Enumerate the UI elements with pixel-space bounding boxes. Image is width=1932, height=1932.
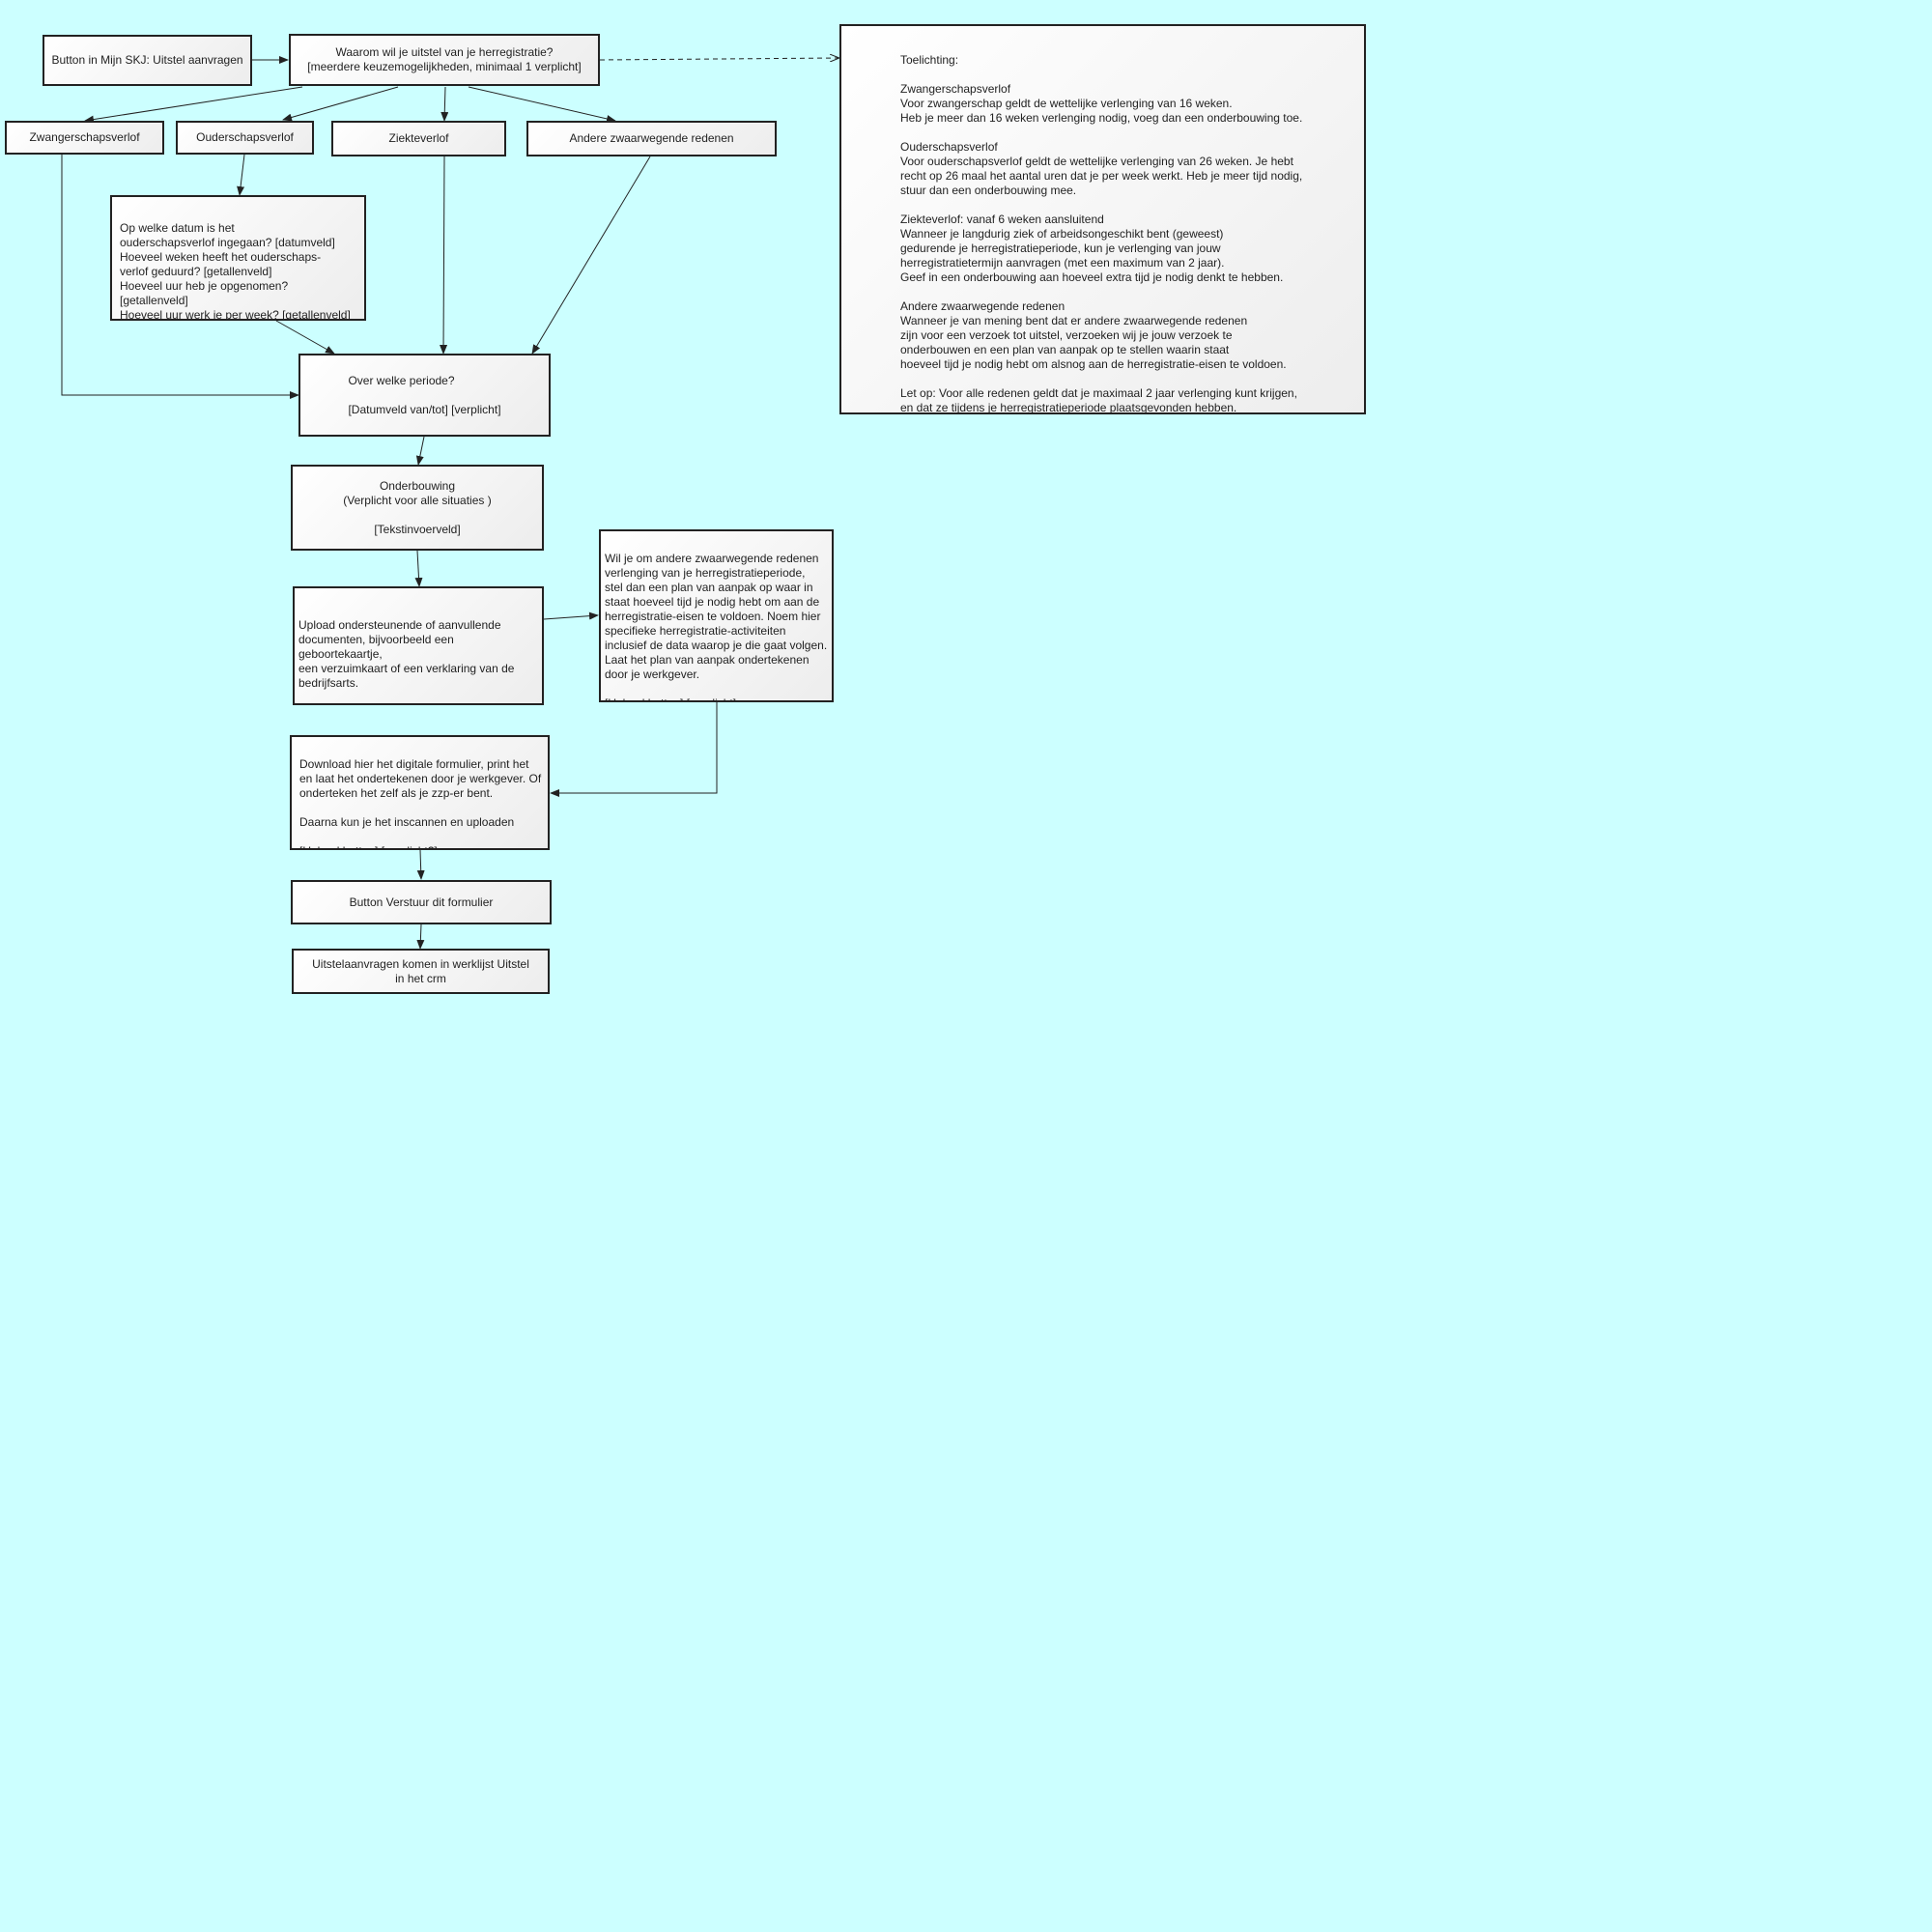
reason-question-node: Waarom wil je uitstel van je herregistra… <box>289 34 600 86</box>
upload-docs-node: Upload ondersteunende of aanvullende doc… <box>293 586 544 705</box>
ouderschap-details-node: Op welke datum is het ouderschapsverlof … <box>110 195 366 321</box>
edge-ziekte-to-periode <box>440 156 448 355</box>
worklist-label: Uitstelaanvragen komen in werklijst Uits… <box>312 956 529 985</box>
option-ouderschapsverlof-label: Ouderschapsverlof <box>196 130 294 144</box>
edge-question-to-andere <box>468 86 616 123</box>
edge-details-to-periode <box>275 320 335 355</box>
onderbouwing-label: Onderbouwing (Verplicht voor alle situat… <box>343 478 492 536</box>
start-button-label: Button in Mijn SKJ: Uitstel aanvragen <box>51 53 243 67</box>
edge-upload-to-plan <box>543 611 599 620</box>
option-ouderschapsverlof[interactable]: Ouderschapsverlof <box>176 121 314 155</box>
periode-node: Over welke periode? [Datumveld van/tot] … <box>298 354 551 437</box>
edge-download-to-submit <box>416 849 425 880</box>
edge-andere-to-periode <box>531 156 651 355</box>
edge-ouderschap-to-details <box>237 154 245 196</box>
edge-question-to-toelichting <box>599 58 838 60</box>
toelichting-node: Toelichting: Zwangerschapsverlof Voor zw… <box>839 24 1366 414</box>
option-zwangerschapsverlof-label: Zwangerschapsverlof <box>29 130 140 144</box>
ouderschap-details-label: Op welke datum is het ouderschapsverlof … <box>120 221 351 321</box>
download-form-label: Download hier het digitale formulier, pr… <box>299 757 542 848</box>
worklist-node: Uitstelaanvragen komen in werklijst Uits… <box>292 949 550 994</box>
edge-onderbouwing-to-upload <box>414 550 423 587</box>
edge-submit-to-worklist <box>416 923 425 950</box>
option-ziekteverlof[interactable]: Ziekteverlof <box>331 121 506 156</box>
onderbouwing-node: Onderbouwing (Verplicht voor alle situat… <box>291 465 544 551</box>
edge-question-to-zwangerschap <box>84 86 303 124</box>
start-button-node[interactable]: Button in Mijn SKJ: Uitstel aanvragen <box>43 35 252 86</box>
submit-button-node[interactable]: Button Verstuur dit formulier <box>291 880 552 924</box>
edge-question-to-ziekte <box>440 86 449 122</box>
toelichting-label: Toelichting: Zwangerschapsverlof Voor zw… <box>900 53 1303 414</box>
download-form-node: Download hier het digitale formulier, pr… <box>290 735 550 850</box>
plan-aanpak-label: Wil je om andere zwaarwegende redenen ve… <box>605 552 828 700</box>
option-zwangerschapsverlof[interactable]: Zwangerschapsverlof <box>5 121 164 155</box>
edge-periode-to-onderbouwing <box>415 436 425 466</box>
option-ziekteverlof-label: Ziekteverlof <box>388 131 449 145</box>
periode-label: Over welke periode? [Datumveld van/tot] … <box>348 373 501 416</box>
edge-plan-to-download <box>550 702 718 797</box>
plan-aanpak-node: Wil je om andere zwaarwegende redenen ve… <box>599 529 834 702</box>
edge-question-to-ouderschap <box>282 86 399 122</box>
reason-question-label: Waarom wil je uitstel van je herregistra… <box>307 45 582 73</box>
option-andere-redenen-label: Andere zwaarwegende redenen <box>569 131 734 145</box>
upload-docs-label: Upload ondersteunende of aanvullende doc… <box>298 618 515 690</box>
edge-zwangerschap-to-periode <box>61 155 299 399</box>
option-andere-redenen[interactable]: Andere zwaarwegende redenen <box>526 121 777 156</box>
submit-button-label: Button Verstuur dit formulier <box>349 895 494 909</box>
